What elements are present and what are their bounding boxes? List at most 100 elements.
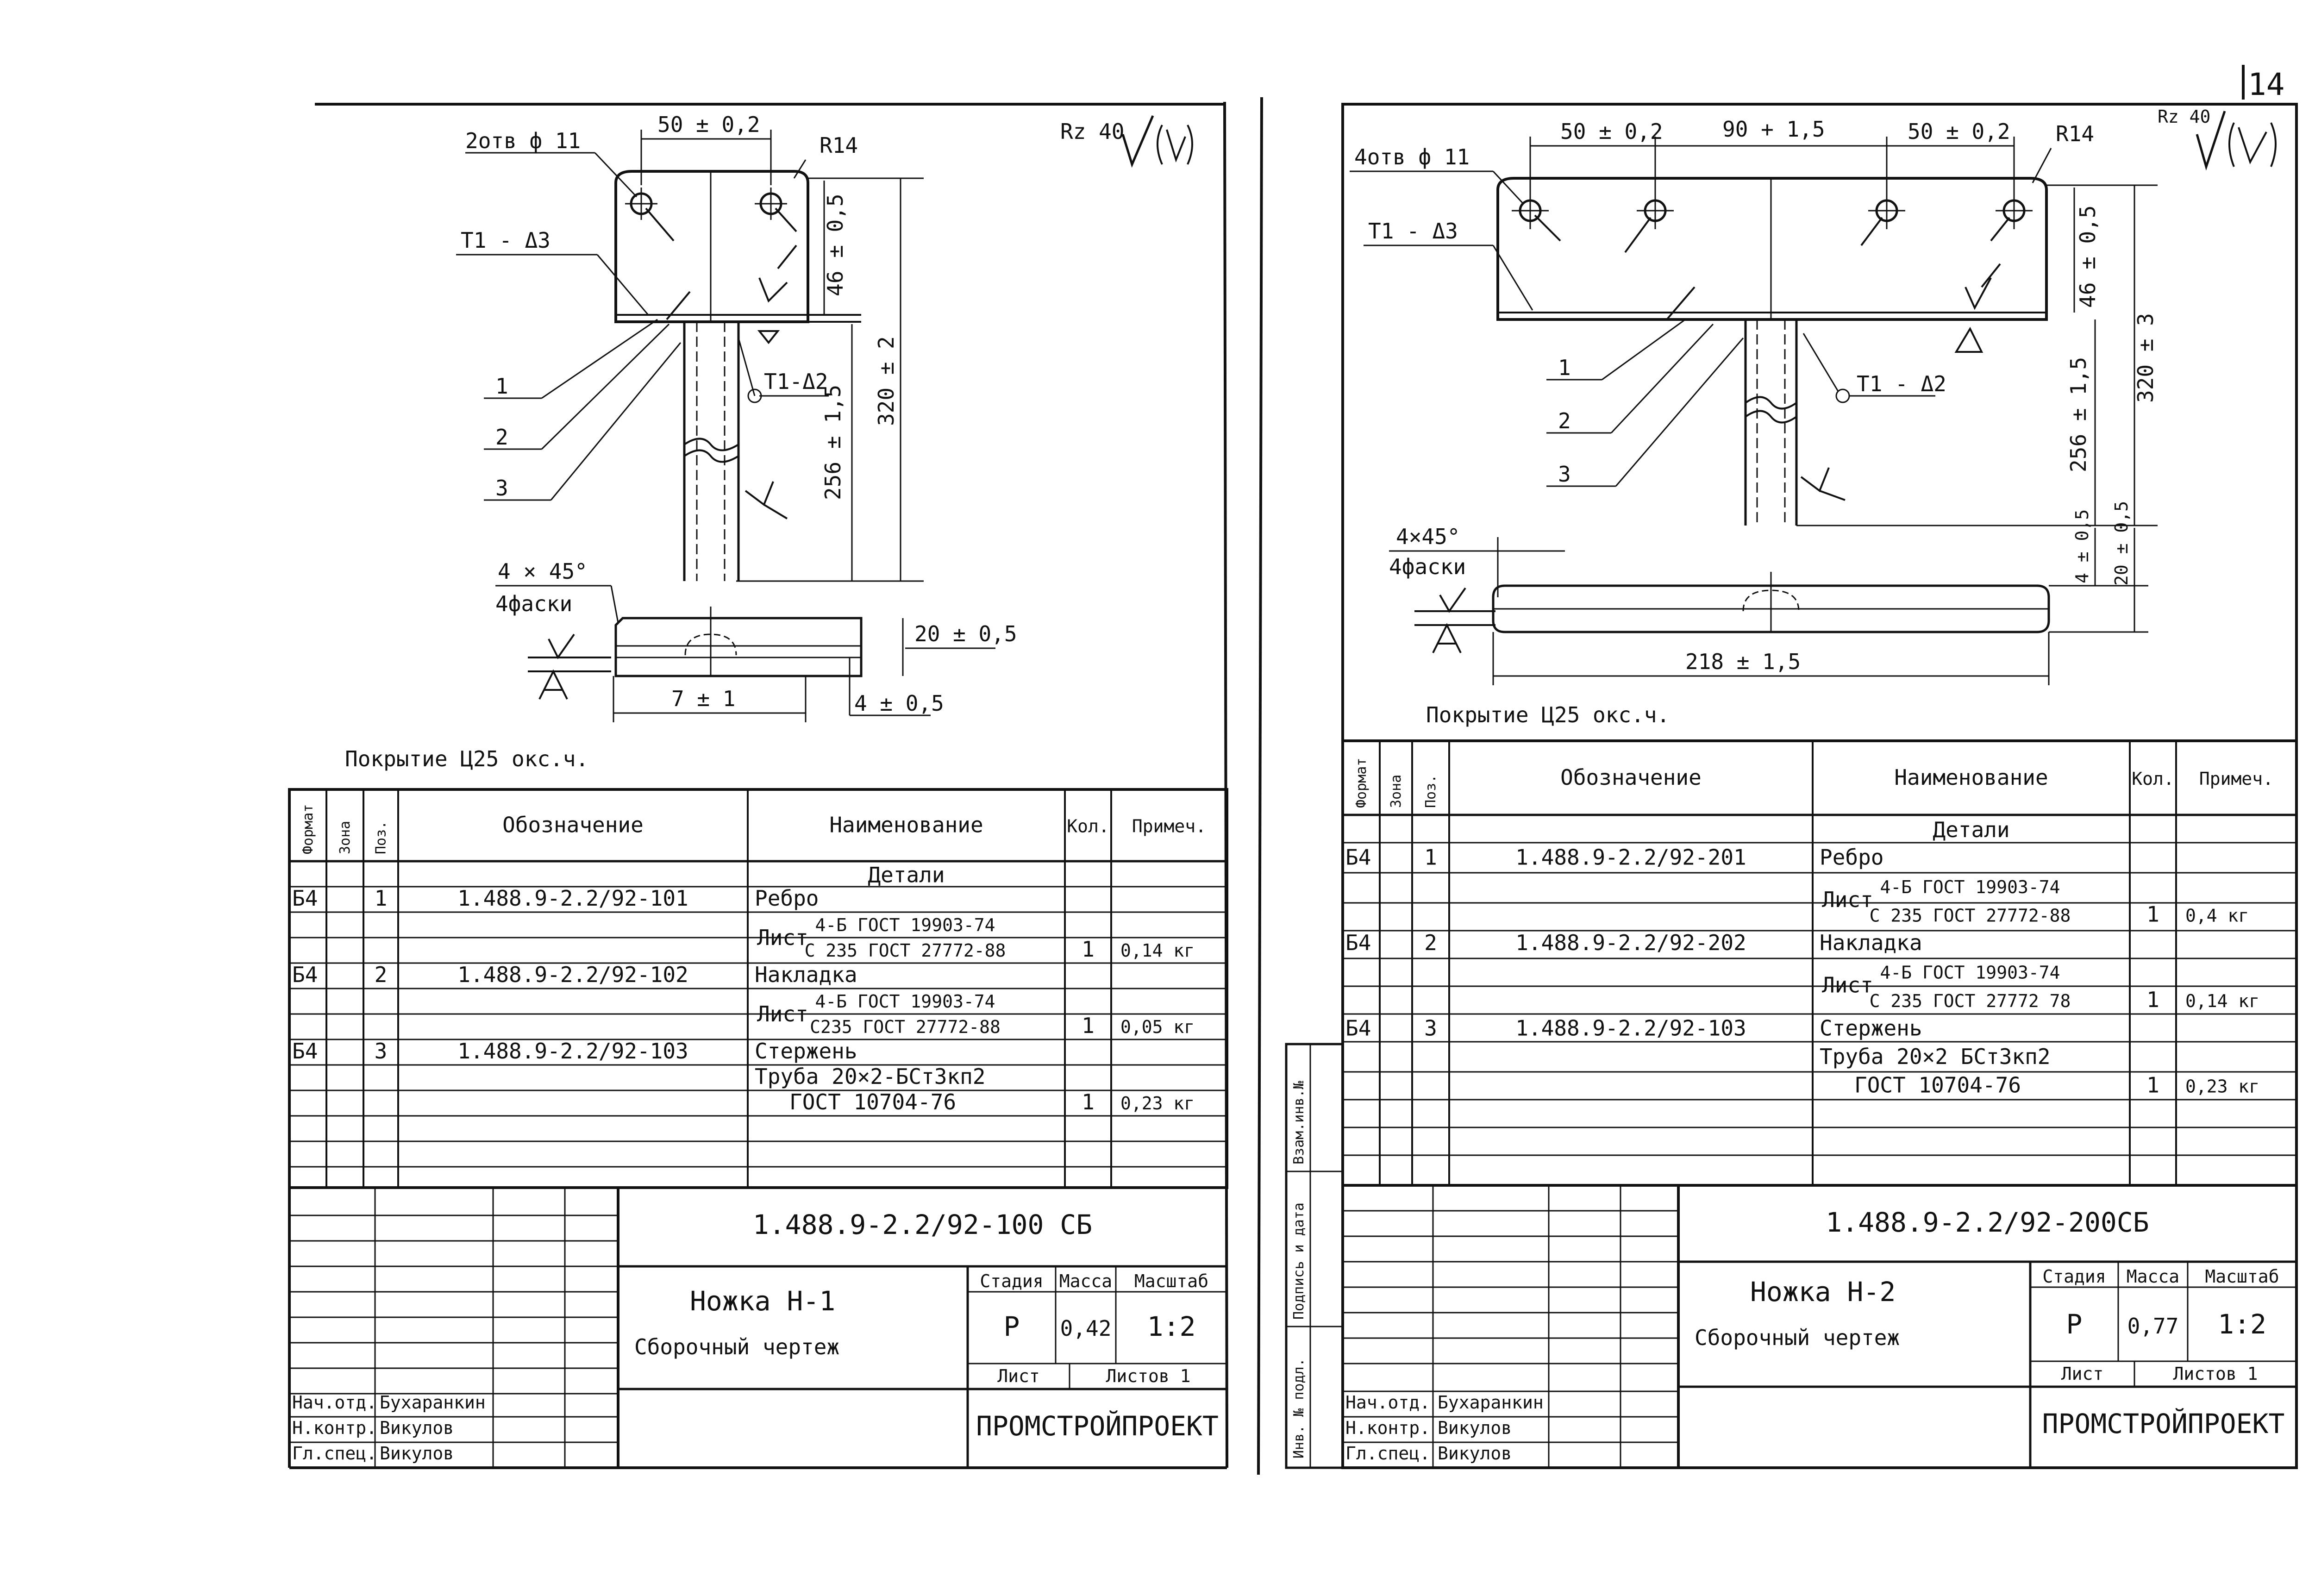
right-row-name: ГОСТ 10704-76 (1854, 1073, 2021, 1098)
left-signer-role: Н.контр. (292, 1418, 377, 1438)
left-signer-name: Викулов (380, 1418, 454, 1438)
left-spec-table (288, 788, 1228, 1189)
right-sheet: Rz 40 5 (1285, 103, 2298, 1469)
right-header-4: Наименование (1894, 765, 2048, 790)
right-row-name: Лист (1822, 887, 1873, 912)
left-row-note: 0,14 кг (1120, 940, 1195, 961)
right-row-name: Стержень (1820, 1016, 1922, 1041)
left-row-name: ГОСТ 10704-76 (789, 1089, 956, 1114)
left-row-format: Б4 (292, 962, 318, 987)
left-row-designation: 1.488.9-2.2/92-101 (457, 886, 688, 911)
right-row-note: 0,4 кг (2185, 906, 2249, 926)
left-header-2: Поз. (373, 821, 389, 854)
right-chamfer-count: 4фаски (1389, 554, 1466, 579)
left-radius-label: R14 (820, 133, 858, 158)
right-signer-role: Н.контр. (1345, 1418, 1430, 1438)
right-row-format: Б4 (1345, 845, 1371, 870)
left-holes-label: 2отв ф 11 (465, 128, 581, 153)
left-scale-value: 1:2 (1147, 1311, 1196, 1342)
right-row-designation: 1.488.9-2.2/92-201 (1515, 845, 1746, 870)
right-row-pos: 3 (1424, 1016, 1437, 1041)
right-stage-value: Р (2066, 1308, 2083, 1340)
sheet-divider (1257, 97, 1263, 1475)
right-signer-name: Бухаранкин (1438, 1392, 1544, 1413)
left-dim-7: 7 ± 1 (671, 686, 735, 711)
right-weld-top: Т1 - Δ3 (1368, 219, 1458, 244)
left-dim-320: 320 ± 2 (874, 336, 899, 426)
right-header-3: Обозначение (1560, 765, 1702, 790)
right-doc-subtitle: Сборочный чертеж (1695, 1325, 1900, 1350)
left-row-pos: 3 (375, 1039, 388, 1064)
left-row-qty: 1 (1082, 937, 1095, 962)
left-row-name-top: 4-Б ГОСТ 19903-74 (815, 915, 995, 935)
right-dim-20: 20 ± 0,5 (2111, 501, 2132, 586)
right-sheet-label: Лист (2061, 1364, 2104, 1384)
right-row-qty: 1 (2146, 1073, 2159, 1098)
right-spec-table (1341, 739, 2298, 1187)
right-dim-4: 4 ± 0,5 (2072, 509, 2092, 583)
left-header-5: Кол. (1067, 816, 1109, 837)
left-row-name: Накладка (755, 962, 857, 987)
right-side-strip (1285, 1043, 1344, 1469)
right-mass-label: Масса (2127, 1266, 2179, 1287)
right-header-1: Зона (1388, 775, 1404, 808)
right-row-qty: 1 (2146, 902, 2159, 927)
left-dim-20: 20 ± 0,5 (914, 621, 1017, 646)
right-side-label-3: Взам.инв.№ (1291, 1081, 1307, 1164)
right-section-title: Детали (1933, 817, 2009, 842)
right-row-pos: 2 (1424, 930, 1437, 955)
right-dim-b: 90 + 1,5 (1722, 117, 1825, 142)
right-holes-label: 4отв ф 11 (1354, 144, 1470, 169)
left-header-1: Зона (337, 821, 353, 854)
left-pos-2: 2 (495, 425, 508, 450)
right-roughness: Rz 40 (2158, 106, 2210, 127)
right-mass-value: 0,77 (2127, 1314, 2179, 1339)
left-title-block (288, 1188, 1227, 1468)
right-header-2: Поз. (1423, 775, 1439, 808)
right-row-name: Лист (1822, 973, 1873, 998)
left-scale-label: Масштаб (1134, 1271, 1208, 1291)
left-section-title: Детали (868, 863, 945, 888)
left-sheets-label: Листов 1 (1106, 1366, 1190, 1386)
left-dim-4: 4 ± 0,5 (854, 691, 944, 716)
right-side-label-2: Подпись и дата (1291, 1202, 1307, 1320)
left-header-6: Примеч. (1132, 816, 1206, 837)
right-doc-code: 1.488.9-2.2/92-200СБ (1826, 1207, 2149, 1238)
left-row-designation: 1.488.9-2.2/92-102 (457, 962, 688, 987)
left-row-pos: 2 (375, 962, 388, 987)
page-number: 14 (2248, 67, 2284, 102)
right-stage-label: Стадия (2042, 1266, 2106, 1287)
right-row-designation: 1.488.9-2.2/92-202 (1515, 930, 1746, 955)
right-row-designation: 1.488.9-2.2/92-103 (1515, 1016, 1746, 1041)
right-row-pos: 1 (1424, 845, 1437, 870)
right-scale-label: Масштаб (2205, 1266, 2279, 1287)
left-coating: Покрытие Ц25 окс.ч. (345, 746, 588, 771)
right-row-name: Накладка (1820, 930, 1922, 955)
left-row-qty: 1 (1082, 1013, 1095, 1038)
right-row-name-bottom: С 235 ГОСТ 27772 78 (1870, 991, 2071, 1011)
right-dim-c: 50 ± 0,2 (1908, 119, 2010, 144)
left-weld-stem: Т1-Δ2 (764, 369, 828, 394)
right-signer-role: Нач.отд. (1345, 1392, 1430, 1413)
right-side-label-1: Инв. № подл. (1291, 1358, 1307, 1458)
left-signer-name: Бухаранкин (380, 1392, 486, 1413)
left-dim-spacing: 50 ± 0,2 (657, 112, 760, 137)
right-dim-a: 50 ± 0,2 (1560, 119, 1663, 144)
right-signer-role: Гл.спец. (1345, 1443, 1430, 1464)
left-sheet-label: Лист (997, 1366, 1040, 1386)
left-stage-label: Стадия (980, 1271, 1043, 1291)
left-row-format: Б4 (292, 1039, 318, 1064)
left-stage-value: Р (1004, 1311, 1020, 1342)
left-row-name-bottom: С 235 ГОСТ 27772-88 (805, 940, 1006, 961)
right-doc-title: Ножка Н-2 (1750, 1276, 1896, 1308)
right-signer-name: Викулов (1438, 1443, 1512, 1464)
left-pos-1: 1 (495, 374, 508, 399)
right-row-name: Труба 20×2 БСт3кп2 (1820, 1044, 2051, 1069)
left-row-pos: 1 (375, 886, 388, 911)
left-row-qty: 1 (1082, 1089, 1095, 1114)
left-row-format: Б4 (292, 886, 318, 911)
left-doc-code: 1.488.9-2.2/92-100 СБ (753, 1209, 1092, 1240)
right-radius-label: R14 (2056, 121, 2094, 146)
right-dim-218: 218 ± 1,5 (1685, 649, 1801, 674)
